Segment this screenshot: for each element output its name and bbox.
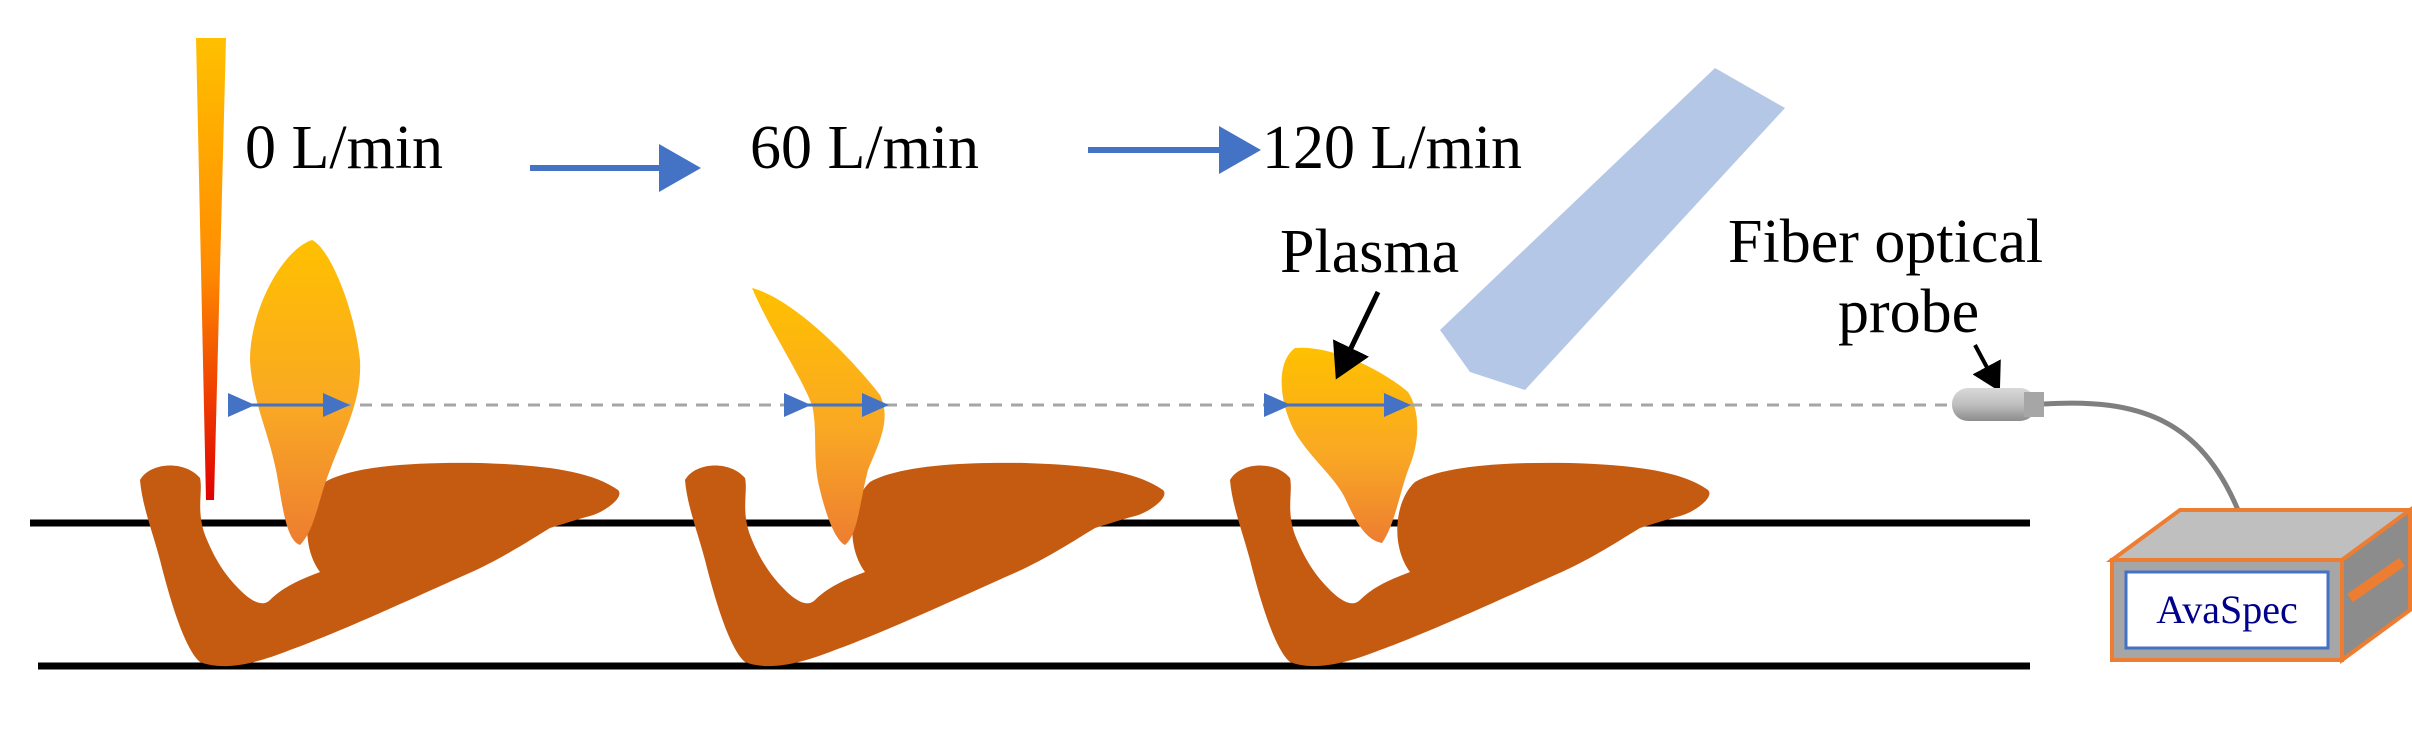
plasma-plume-1	[250, 240, 361, 545]
melt-pool-3	[1230, 462, 1710, 667]
melt-pool-1	[140, 462, 620, 667]
avaspec-label: AvaSpec	[2156, 587, 2297, 632]
probe-label-line-1: Fiber optical	[1728, 208, 2043, 276]
light-blue-beam	[1440, 68, 1785, 390]
flow-rate-label-60: 60 L/min	[750, 114, 979, 182]
flow-rate-label-120: 120 L/min	[1262, 114, 1522, 182]
melt-pool-2	[685, 462, 1165, 667]
probe-connector	[2024, 392, 2044, 417]
probe-pointer-arrow	[1972, 344, 2001, 392]
probe-label-line-2: probe	[1838, 278, 1979, 346]
fiber-cable	[2043, 400, 2241, 511]
plasma-label: Plasma	[1280, 218, 1459, 286]
flow-rate-label-0: 0 L/min	[245, 114, 443, 182]
laser-beam	[196, 38, 226, 500]
fiber-optical-probe	[1952, 388, 2036, 421]
avaspec-device: AvaSpec	[2105, 506, 2412, 664]
plasma-plume-3	[1281, 347, 1418, 543]
plasma-pointer-arrow	[1333, 290, 1381, 380]
